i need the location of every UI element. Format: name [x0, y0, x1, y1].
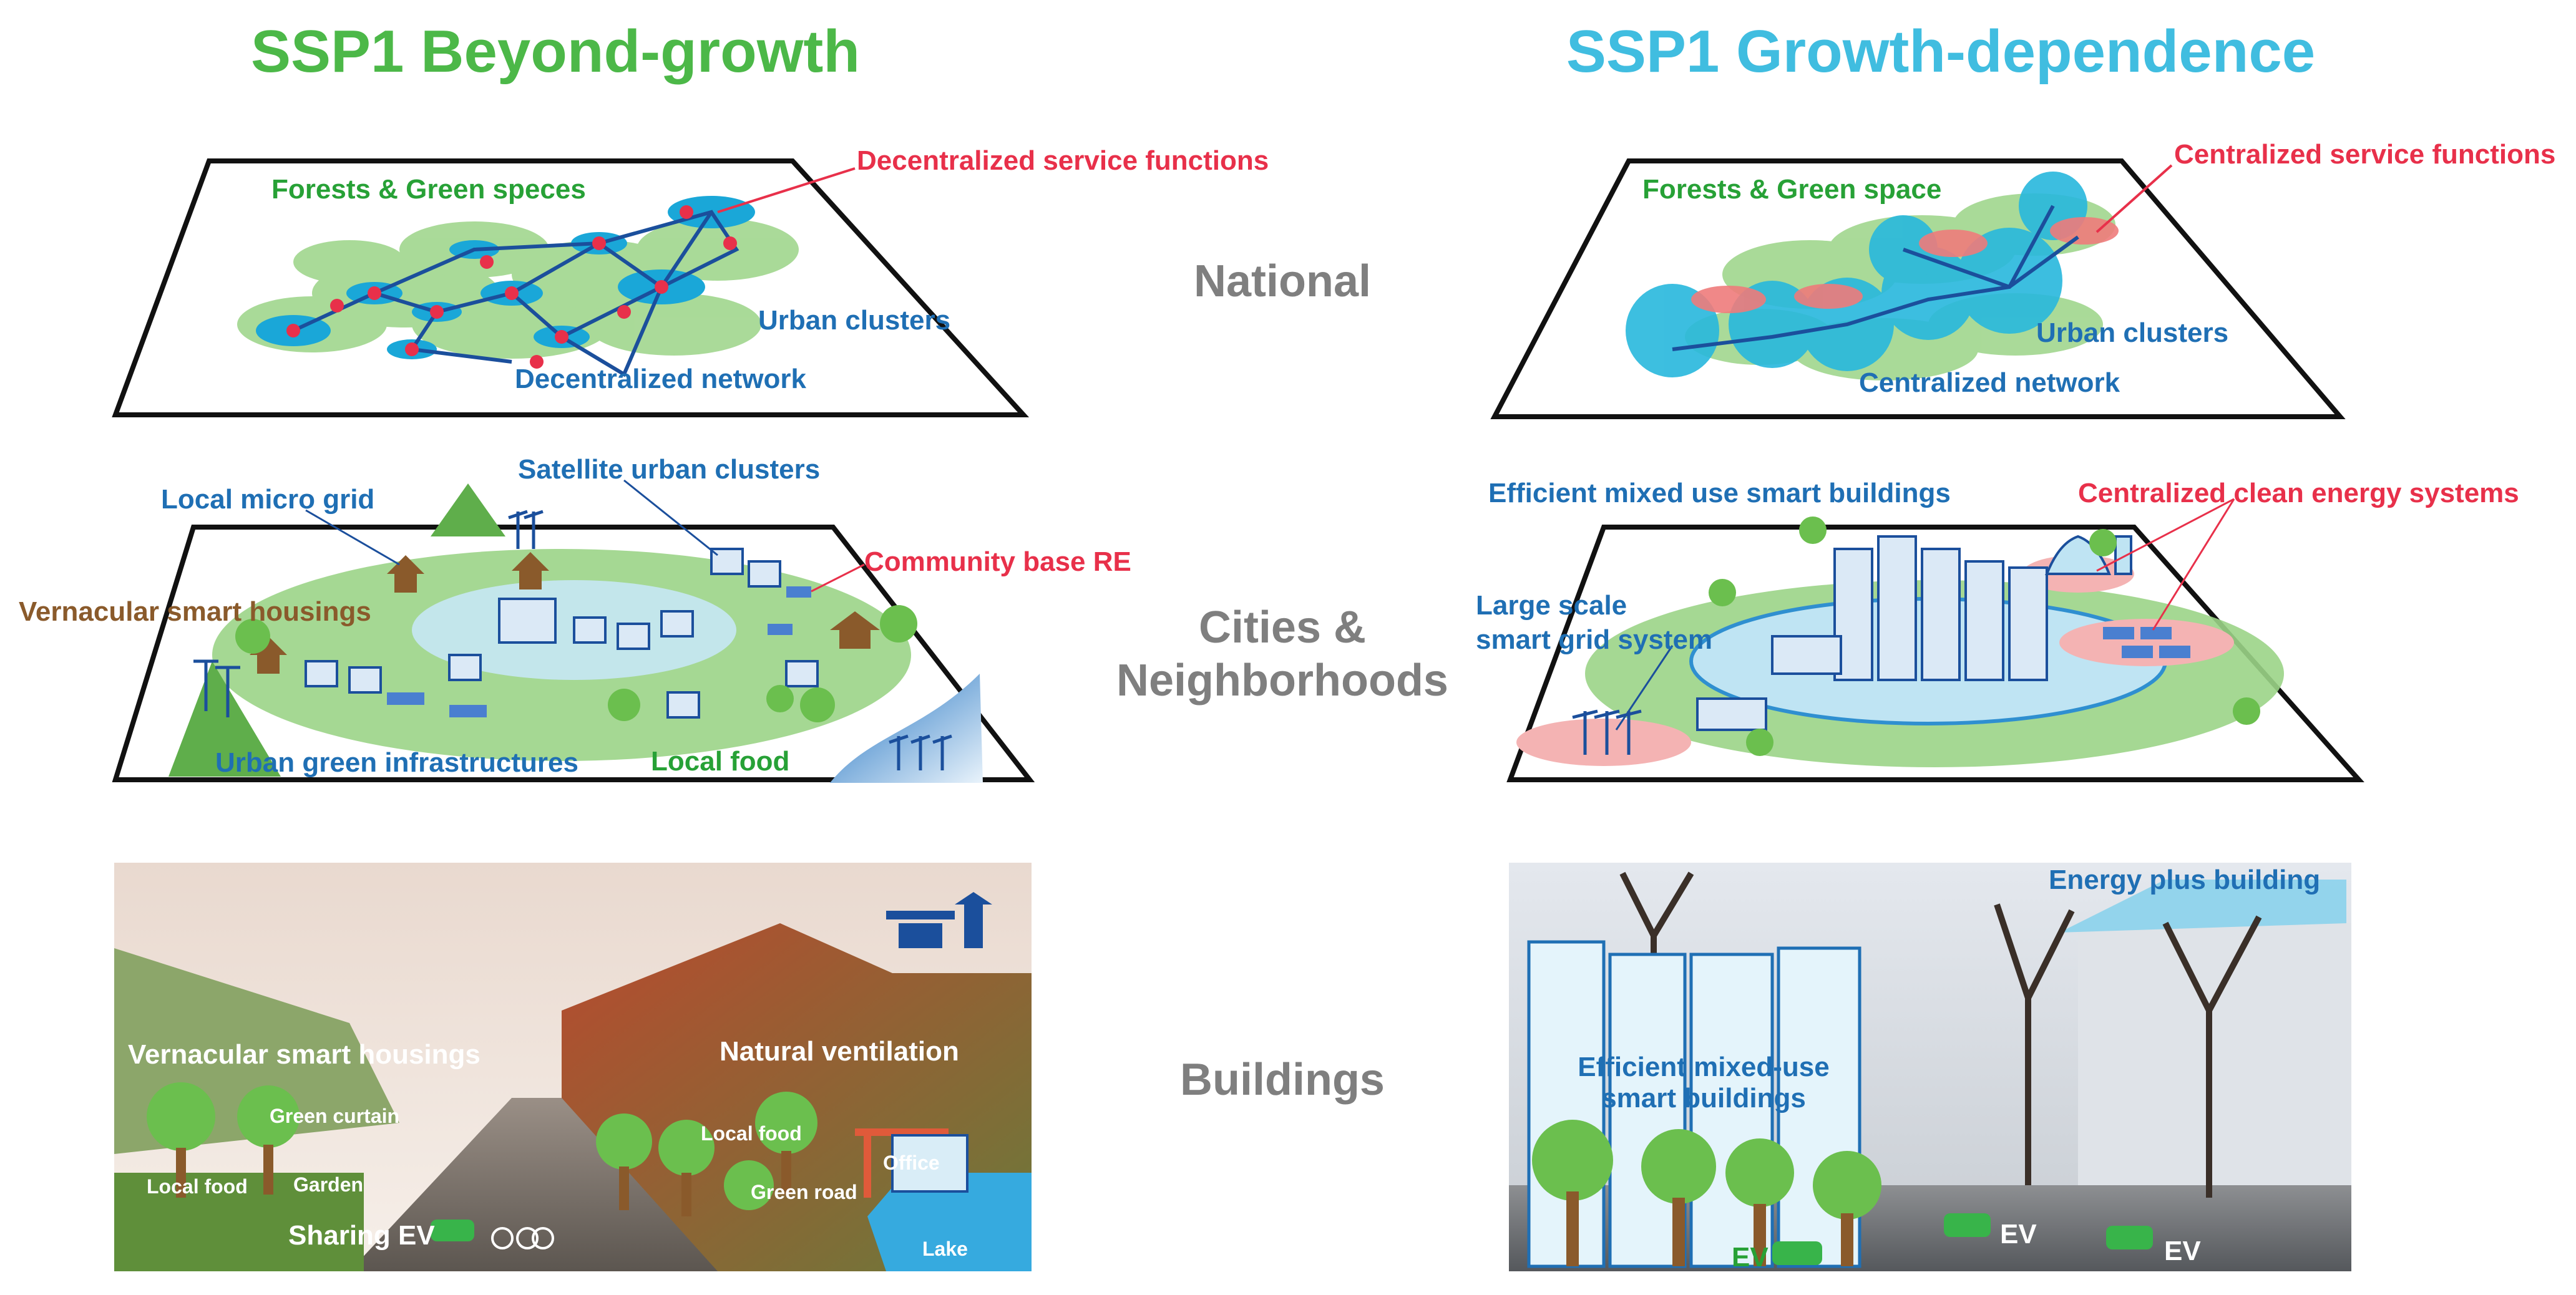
left-national-panel: Forests & Green speces Decentralized ser… [112, 145, 1269, 417]
left-pagoda-icon [886, 892, 992, 948]
right-trees [1709, 517, 2260, 756]
right-energy-plus-label: Energy plus building [2049, 865, 2320, 895]
right-mixed-use-line1: Efficient mixed-use [1578, 1052, 1829, 1082]
left-lake [830, 674, 983, 783]
left-office-icon [891, 1134, 968, 1193]
right-ev-1-label: EV [1732, 1242, 1769, 1273]
left-national-service-label: Decentralized service functions [857, 145, 1269, 176]
left-column-title: SSP1 Beyond-growth [251, 18, 860, 85]
left-community-re-label: Community base RE [864, 546, 1131, 577]
right-ev-2-label: EV [2000, 1219, 2037, 1249]
left-photo-trees [147, 1082, 817, 1216]
left-mountain-side [168, 661, 281, 777]
left-national-forests-label: Forests & Green speces [271, 174, 586, 205]
left-trees [235, 605, 917, 722]
left-wind-turbines [193, 510, 952, 770]
right-national-forests-label: Forests & Green space [1642, 174, 1941, 205]
left-micro-grid-leader [305, 509, 400, 566]
left-bicycle-icon [491, 1227, 554, 1249]
right-wind-turbines [1572, 709, 1642, 755]
left-bld-garden-label: Garden [293, 1173, 363, 1196]
right-energy-plus-roof [2059, 880, 2346, 933]
left-bld-local-food-1-label: Local food [147, 1175, 248, 1198]
left-service-nodes [286, 205, 737, 369]
left-bld-sharing-ev-label: Sharing EV [288, 1220, 435, 1251]
right-ev-car-2-icon [1944, 1213, 1991, 1237]
right-ev-car-3-icon [2106, 1226, 2153, 1249]
right-smart-grid-line2: smart grid system [1476, 624, 1712, 655]
left-cities-panel: Local micro grid Satellite urban cluster… [19, 454, 1131, 783]
left-micro-grid-label: Local micro grid [161, 484, 374, 515]
left-vernacular-label: Vernacular smart housings [19, 596, 371, 627]
left-satellite-leader [623, 479, 718, 556]
right-column-title: SSP1 Growth-dependence [1566, 18, 2315, 85]
left-bld-ventilation-label: Natural ventilation [720, 1036, 959, 1067]
level-cities-line2: Neighborhoods [1116, 656, 1448, 706]
left-buildings-illustration: Vernacular smart housings Natural ventil… [114, 863, 1032, 1271]
right-national-panel: Forests & Green space Centralized servic… [1490, 139, 2555, 419]
right-clean-energy-leader-1 [2096, 498, 2235, 572]
left-bld-vernacular-label: Vernacular smart housings [128, 1039, 481, 1070]
left-ev-car-icon [431, 1220, 474, 1241]
right-cities-panel: Efficient mixed use smart buildings Cent… [1476, 478, 2519, 782]
right-clean-energy-leader-2 [2152, 498, 2235, 631]
right-service-leader [2095, 164, 2173, 233]
right-office-tower [2078, 923, 2351, 1185]
left-bld-green-curtain-label: Green curtain [270, 1105, 399, 1127]
right-clean-energy-label: Centralized clean energy systems [2078, 478, 2519, 508]
level-national: National [1194, 256, 1371, 306]
left-bld-lake-label: Lake [922, 1238, 968, 1260]
right-photo-trees [1532, 1120, 1881, 1266]
right-energy-zone-1 [1516, 719, 1691, 766]
right-towers [1696, 535, 2048, 731]
left-lake-shape [867, 1173, 1032, 1271]
right-solar-farm [2103, 627, 2190, 658]
right-national-service-label: Centralized service functions [2174, 139, 2555, 170]
left-ground [114, 1173, 364, 1271]
left-bld-green-road-label: Green road [751, 1181, 857, 1203]
right-national-clusters-label: Urban clusters [2036, 318, 2228, 348]
left-national-clusters-label: Urban clusters [758, 305, 950, 336]
left-bld-office-label: Office [883, 1152, 940, 1174]
level-buildings: Buildings [1180, 1055, 1385, 1105]
left-service-leader [717, 167, 856, 213]
right-national-network-label: Centralized network [1859, 367, 2120, 398]
left-bld-local-food-2-label: Local food [701, 1122, 802, 1145]
right-smart-grid-leader [1615, 645, 1674, 730]
right-ev-3-label: EV [2164, 1236, 2201, 1266]
left-houses [305, 548, 819, 719]
left-community-leader [811, 563, 865, 593]
right-centralized-nodes [1691, 217, 2119, 313]
right-mixed-use-label: Efficient mixed use smart buildings [1488, 478, 1951, 508]
right-smart-grid-line1: Large scale [1476, 590, 1627, 621]
right-mixed-use-buildings [1527, 940, 1861, 1268]
left-satellite-label: Satellite urban clusters [518, 454, 820, 485]
level-cities-line1: Cities & [1199, 603, 1366, 652]
right-buildings-illustration: Energy plus building Efficient mixed-use… [1509, 863, 2351, 1273]
right-mixed-use-line2: smart buildings [1601, 1083, 1806, 1113]
left-national-network-label: Decentralized network [515, 364, 807, 394]
right-ev-car-1-icon [1772, 1241, 1822, 1265]
left-mountain-top [431, 483, 505, 536]
right-energy-zone-3 [2059, 619, 2234, 666]
right-centralized-network [1672, 205, 2079, 351]
left-brown-housing-icons [250, 552, 880, 674]
left-local-food-label: Local food [651, 746, 789, 777]
left-community-re-panels [387, 586, 811, 717]
left-green-infra-label: Urban green infrastructures [215, 747, 578, 778]
